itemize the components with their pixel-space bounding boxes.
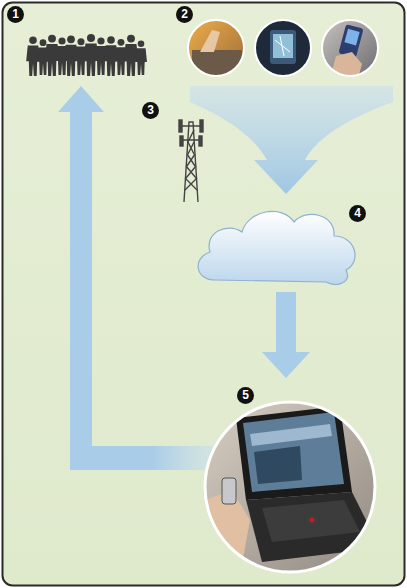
laptop-screen — [243, 412, 344, 492]
laptop-photo — [200, 400, 380, 575]
callout-number: 3 — [142, 102, 159, 119]
tower-crossbars — [181, 126, 201, 140]
callout-number: 2 — [176, 6, 193, 23]
down-arrow — [262, 292, 310, 378]
photo-hand — [200, 30, 220, 52]
tower-antenna — [200, 120, 203, 132]
device-photo — [186, 18, 246, 80]
photo-background — [320, 18, 380, 78]
tower-lattice — [185, 130, 197, 190]
cloud-shape — [198, 211, 355, 284]
callout-number: 1 — [7, 6, 24, 23]
photo-ring — [188, 20, 244, 76]
cell-tower — [179, 120, 203, 202]
key-area — [262, 500, 360, 542]
photo-ring — [255, 20, 311, 76]
tower-antenna — [179, 120, 182, 132]
photo-ring — [205, 402, 375, 572]
callout-number: 5 — [237, 387, 254, 404]
funnel-arrow — [190, 86, 393, 194]
device-photo — [253, 18, 313, 78]
device-photo — [320, 18, 380, 78]
screen-window — [250, 424, 332, 446]
handheld-phone — [222, 478, 236, 504]
photo-background — [253, 18, 313, 78]
phone-screen — [273, 34, 293, 58]
tower-antenna — [180, 136, 183, 146]
map-lines — [275, 36, 290, 56]
tower-legs — [184, 122, 198, 202]
trackpoint — [310, 518, 315, 523]
phone-screen — [344, 29, 359, 46]
people-crowd — [26, 34, 147, 76]
laptop-keyboard — [246, 492, 380, 562]
phone-body — [270, 30, 296, 64]
return-arrow — [58, 86, 215, 470]
person-silhouette — [135, 40, 147, 75]
laptop-lid — [236, 406, 352, 500]
photo-ring — [322, 20, 378, 76]
callout-number: 4 — [349, 205, 366, 222]
tower-antenna — [199, 136, 202, 146]
panel-frame — [3, 3, 405, 586]
photo-background — [200, 400, 380, 575]
screen-panel — [254, 446, 302, 484]
